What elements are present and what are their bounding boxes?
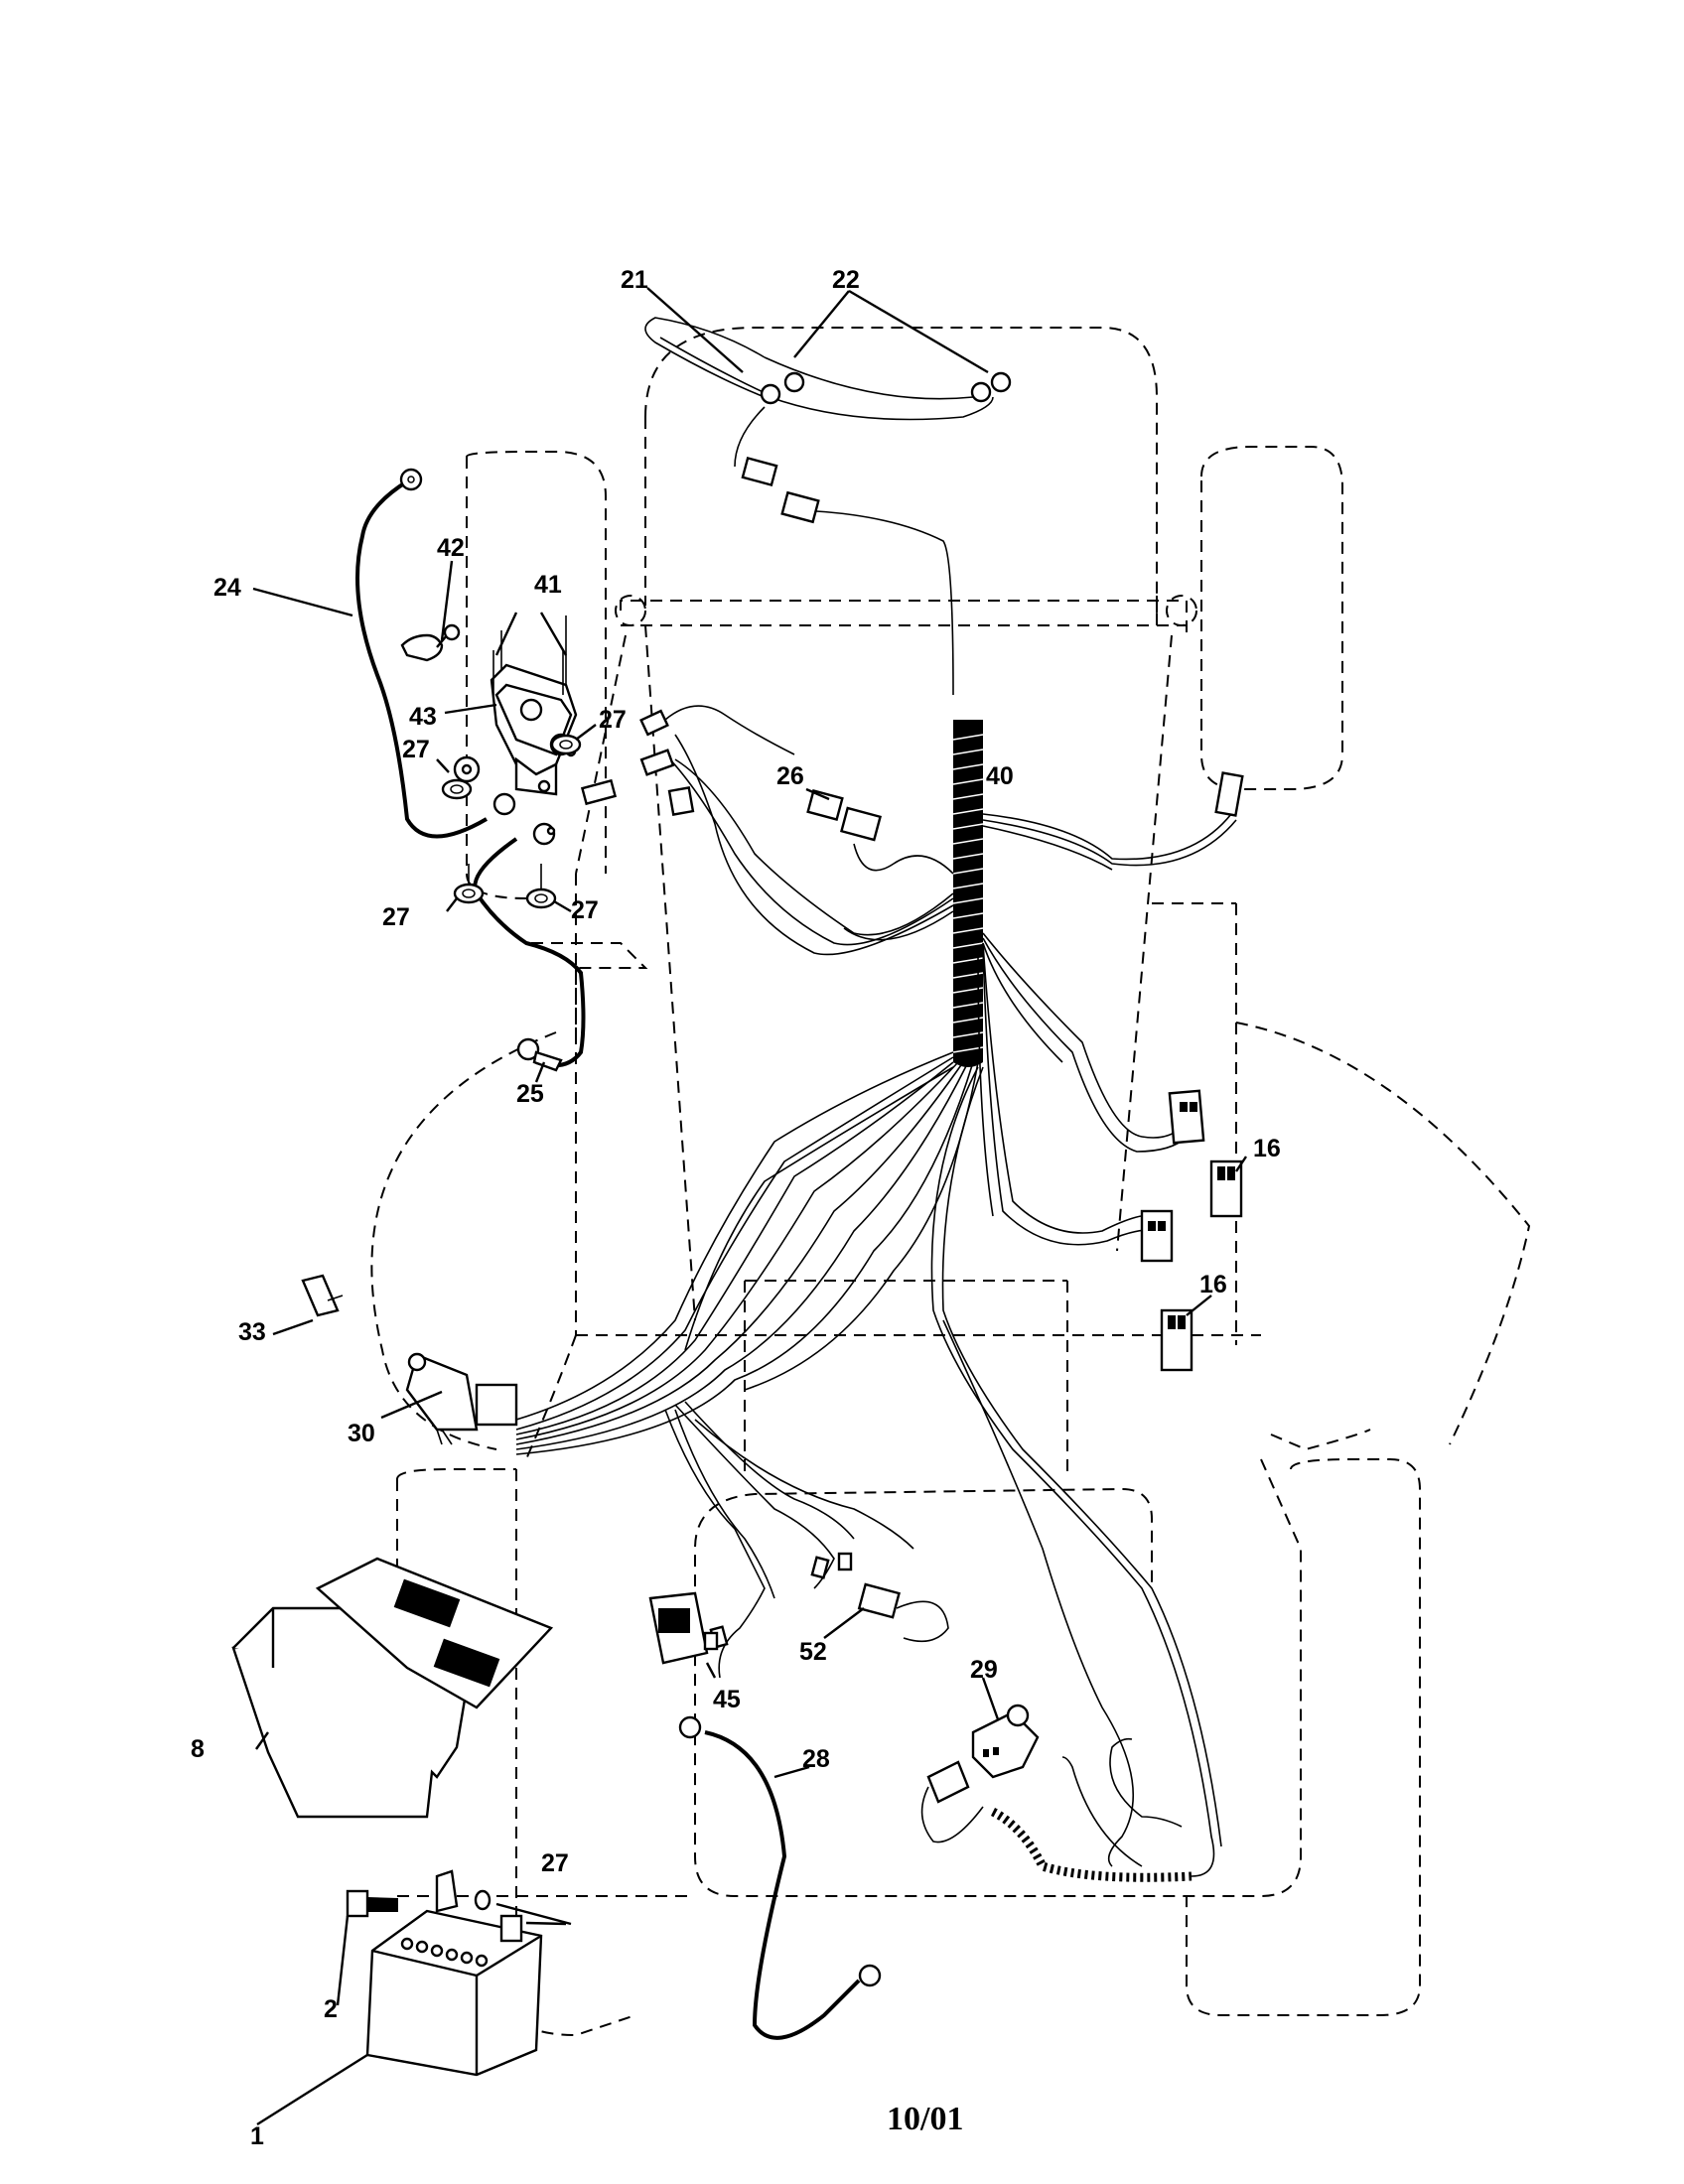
nut-27-bl: [453, 883, 485, 904]
fuse-holder: [857, 1582, 949, 1643]
battery: [365, 1909, 543, 2077]
callout-2: 2: [324, 1995, 338, 2023]
callout-28: 28: [802, 1745, 830, 1773]
revision-date: 10/01: [887, 2101, 963, 2137]
callout-42: 42: [437, 534, 465, 562]
terminals: [580, 705, 795, 816]
bulb-socket-left: [760, 371, 805, 405]
seat-switch: [971, 1704, 1040, 1779]
callout-21: 21: [621, 266, 648, 294]
hour-meter: [648, 1591, 709, 1665]
nut-27-left: [441, 778, 473, 800]
ring-terminal-25: [516, 1037, 563, 1072]
ring-terminal-27: [532, 822, 556, 846]
callout-27-e: 27: [541, 1849, 569, 1877]
callout-27-d: 27: [571, 896, 599, 924]
callout-27-a: 27: [599, 706, 627, 734]
connector-lower: [1140, 1209, 1174, 1263]
callout-27-c: 27: [382, 903, 410, 931]
callout-43: 43: [409, 703, 437, 731]
spade-terminals: [703, 1552, 853, 1651]
harness-branches: [515, 734, 1244, 1877]
bolt: [346, 1889, 398, 1918]
connector-26: [806, 789, 882, 842]
callout-labels: 21 22 24 42 41 43 27 27 27 27 25 26 40 1…: [191, 266, 1281, 2150]
callout-25: 25: [516, 1080, 544, 1108]
callout-16-a: 16: [1253, 1135, 1281, 1162]
callout-26: 26: [776, 762, 804, 790]
callout-8: 8: [191, 1735, 205, 1763]
nut-27-battery: [474, 1889, 491, 1911]
leader-lines: [252, 287, 1247, 2126]
nut-27-br: [525, 887, 557, 909]
connector-upper: [1168, 1089, 1205, 1145]
nut-27-right: [550, 734, 582, 755]
ignition-key: [301, 1274, 344, 1317]
callout-27-b: 27: [402, 736, 430, 763]
callout-22: 22: [832, 266, 860, 294]
callout-41: 41: [534, 571, 562, 599]
connector-16-bottom: [1160, 1308, 1193, 1372]
battery-box: [231, 1557, 554, 1819]
solenoid-assembly: [355, 468, 586, 1072]
rear-connector: [1214, 771, 1244, 817]
coil-cord: [920, 1760, 1193, 1882]
callout-1: 1: [250, 2122, 264, 2150]
callout-30: 30: [348, 1420, 375, 1447]
callout-52: 52: [799, 1638, 827, 1666]
ground-cable: [678, 1715, 882, 2040]
callout-24: 24: [213, 574, 241, 602]
headlight-harness: [644, 317, 1012, 696]
ring-terminal-24: [399, 468, 423, 491]
callout-33: 33: [238, 1318, 266, 1346]
callout-45: 45: [713, 1686, 741, 1713]
battery-terminal: [435, 1869, 459, 1913]
bulb-socket-right: [970, 371, 1012, 403]
callout-29: 29: [970, 1656, 998, 1684]
callout-16-b: 16: [1199, 1271, 1227, 1298]
callout-40: 40: [986, 762, 1014, 790]
